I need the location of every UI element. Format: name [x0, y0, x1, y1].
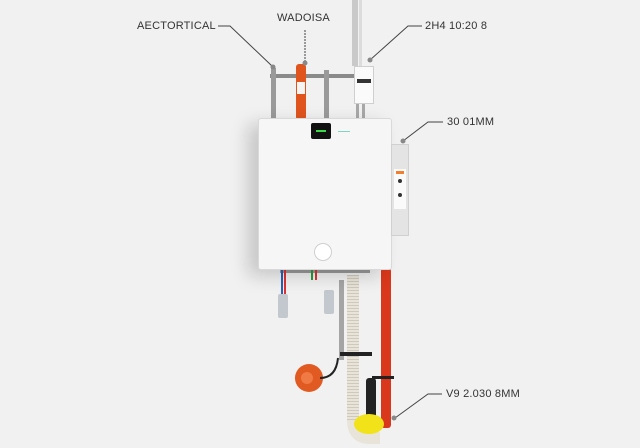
red-conduit [381, 268, 391, 428]
callout-label-right-middle: 30 01MM [447, 116, 495, 128]
valve-middle [324, 290, 334, 314]
status-led [338, 131, 350, 132]
water-heater-unit [258, 118, 392, 270]
callout-label-top-left: AECTORTICAL [137, 20, 216, 32]
callout-label-top-center: WADOISA [277, 12, 330, 24]
braided-hose-left [271, 68, 276, 120]
yellow-cap [354, 414, 384, 434]
status-display [311, 123, 331, 139]
mounting-rail [270, 74, 358, 78]
black-conduit [366, 378, 376, 426]
control-knob[interactable] [314, 243, 332, 261]
display-indicator [316, 130, 326, 132]
braided-hose-middle [324, 70, 329, 120]
side-module-panel [394, 169, 406, 209]
corrugated-hose [347, 275, 380, 444]
valve-left [278, 294, 288, 318]
callout-label-bottom-right: V9 2.030 8MM [446, 388, 520, 400]
side-control-module [391, 144, 409, 236]
callout-label-top-right: 2H4 10:20 8 [425, 20, 488, 32]
circuit-breaker [354, 66, 374, 104]
gas-pipe [352, 0, 358, 66]
